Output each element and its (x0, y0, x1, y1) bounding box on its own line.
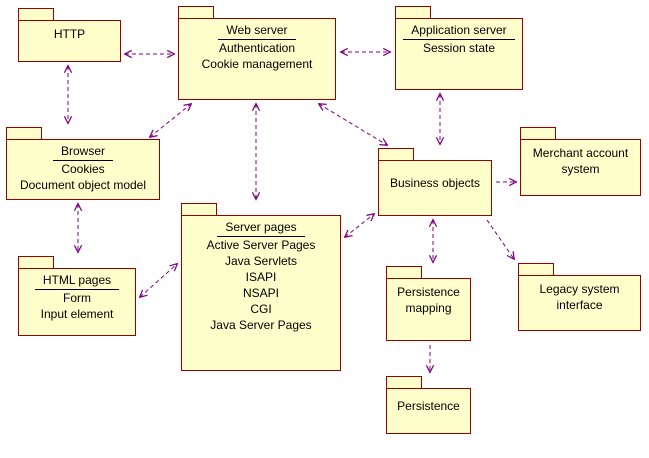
package-title: Browser (52, 143, 113, 161)
package-tab-icon (6, 127, 42, 140)
package-tab-icon (520, 127, 556, 140)
package-item: Input element (40, 307, 114, 321)
package-item: Active Server Pages (206, 238, 316, 252)
package-title: Merchant account system (532, 146, 629, 176)
package-tab-icon (181, 203, 217, 216)
package-server-pages[interactable]: Server pages Active Server Pages Java Se… (181, 203, 341, 371)
package-title: Persistence (397, 399, 460, 413)
package-business-objects[interactable]: Business objects (378, 148, 492, 216)
dependency-html-pages-server-pages (140, 264, 177, 297)
package-item: ISAPI (245, 270, 277, 284)
package-title: Web server (218, 22, 296, 40)
package-tab-icon (178, 6, 214, 19)
dependency-server-pages-business-objects (345, 214, 374, 237)
package-item: Form (63, 291, 91, 305)
package-item: Cookies (61, 162, 105, 176)
package-title: Persistence mapping (397, 285, 460, 315)
package-tab-icon (18, 256, 54, 269)
package-tab-icon (378, 148, 414, 161)
package-browser[interactable]: Browser Cookies Document object model (6, 127, 160, 200)
package-persistence[interactable]: Persistence (386, 376, 471, 434)
package-item: Authentication (218, 41, 296, 55)
package-html-pages[interactable]: HTML pages Form Input element (18, 256, 136, 336)
dependency-business-objects-legacy-system-interface (486, 219, 514, 259)
package-title: HTTP (53, 27, 86, 41)
package-web-server[interactable]: Web server Authentication Cookie managem… (178, 6, 336, 100)
package-item: Session state (422, 41, 496, 55)
package-tab-icon (18, 8, 54, 21)
package-item: Cookie management (201, 57, 313, 71)
package-item: CGI (250, 302, 272, 316)
package-tab-icon (386, 266, 422, 279)
package-title: Legacy system interface (539, 282, 620, 312)
package-title: HTML pages (34, 272, 120, 290)
package-item: Document object model (19, 178, 147, 192)
package-title: Server pages (217, 219, 305, 237)
package-persistence-mapping[interactable]: Persistence mapping (386, 266, 471, 341)
package-application-server[interactable]: Application server Session state (395, 6, 523, 90)
package-item: Java Servlets (224, 254, 298, 268)
package-item: Java Server Pages (210, 318, 312, 332)
package-tab-icon (518, 263, 554, 276)
package-merchant-account-system[interactable]: Merchant account system (520, 127, 641, 196)
package-tab-icon (395, 6, 431, 19)
package-title: Business objects (389, 176, 481, 190)
dependency-web-server-business-objects (319, 104, 387, 145)
package-http[interactable]: HTTP (18, 8, 121, 62)
package-title: Application server (403, 22, 515, 40)
package-tab-icon (386, 376, 422, 389)
package-item: NSAPI (242, 286, 279, 300)
package-legacy-system-interface[interactable]: Legacy system interface (518, 263, 641, 331)
